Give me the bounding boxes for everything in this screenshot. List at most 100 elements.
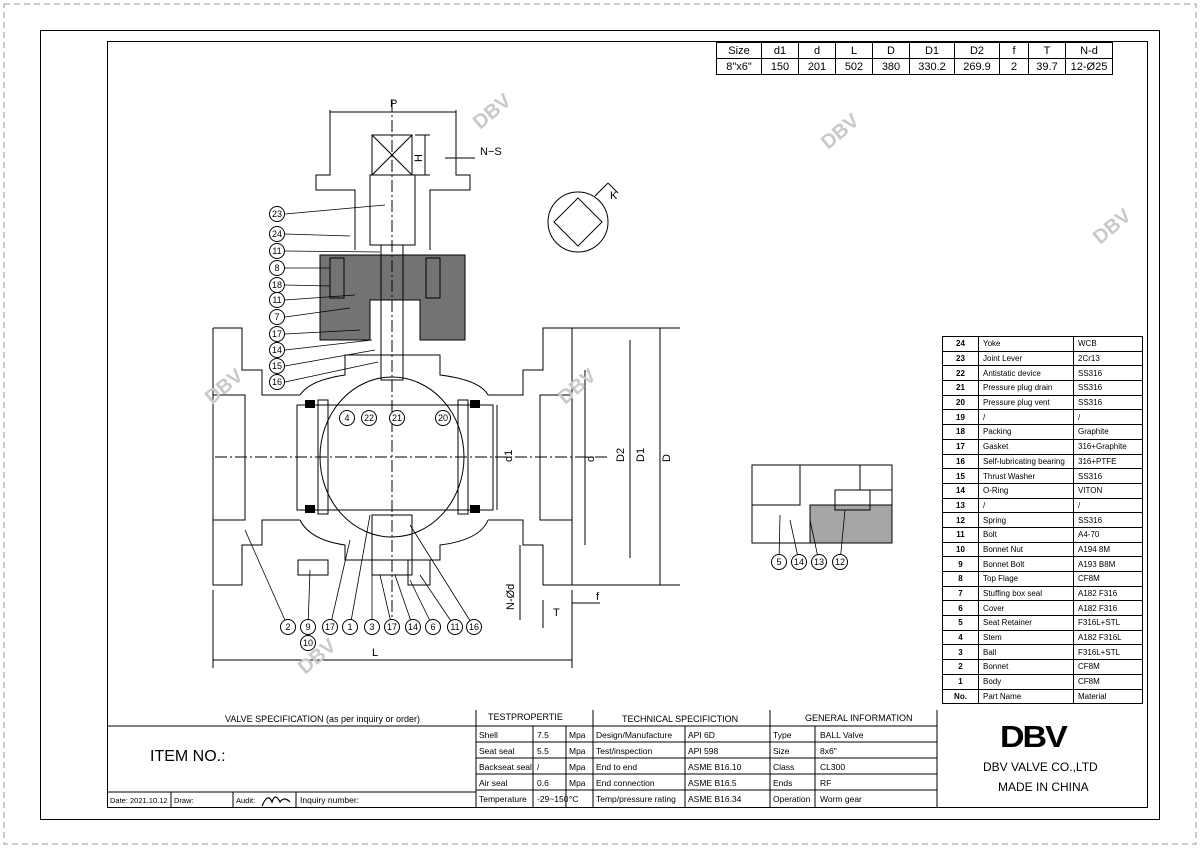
general-title: GENERAL INFORMATION — [805, 713, 913, 723]
outer-frame — [40, 30, 1160, 820]
balloon-24: 24 — [269, 226, 285, 242]
balloon-16: 16 — [269, 374, 285, 390]
balloon-11: 11 — [447, 619, 463, 635]
svg-text:2: 2 — [285, 622, 290, 632]
dim-value-0: 8"x6" — [716, 58, 762, 75]
dim-label-h: H — [413, 154, 425, 162]
svg-text:17: 17 — [387, 622, 397, 632]
dim-label-ns: N−S — [480, 146, 502, 158]
dim-label-d1: d1 — [503, 450, 515, 462]
test-label: Air seal — [479, 778, 508, 788]
svg-text:13: 13 — [814, 557, 824, 567]
general-label: Type — [773, 730, 792, 740]
parts-cell: Part Name — [978, 688, 1074, 705]
test-value: 0.6 — [537, 778, 549, 788]
svg-text:15: 15 — [272, 361, 282, 371]
dim-value-1: 150 — [761, 58, 799, 75]
parts-cell: Yoke — [978, 336, 1074, 352]
test-unit: Mpa — [569, 730, 586, 740]
svg-text:22: 22 — [364, 413, 374, 423]
balloon-20: 20 — [435, 410, 451, 426]
balloon-1: 1 — [342, 619, 358, 635]
parts-cell: 316+Graphite — [1073, 438, 1143, 455]
ball — [319, 376, 465, 538]
tech-label: Design/Manufacture — [596, 730, 673, 740]
svg-text:17: 17 — [272, 329, 282, 339]
svg-text:16: 16 — [469, 622, 479, 632]
balloon-22: 22 — [361, 410, 377, 426]
dim-value-9: 12-Ø25 — [1065, 58, 1113, 75]
svg-text:14: 14 — [408, 622, 418, 632]
parts-cell: VITON — [1073, 482, 1143, 499]
balloon-21: 21 — [389, 410, 405, 426]
dim-label-l: L — [372, 647, 378, 659]
parts-cell: Graphite — [1073, 424, 1143, 440]
parts-cell: SS316 — [1073, 365, 1143, 382]
balloon-12: 12 — [832, 554, 848, 570]
parts-cell: 2Cr13 — [1073, 350, 1143, 367]
general-value: CL300 — [820, 762, 846, 772]
svg-text:21: 21 — [392, 413, 402, 423]
item-no-label: ITEM NO.: — [150, 748, 226, 765]
test-label: Seat seal — [479, 746, 515, 756]
balloon-2: 2 — [280, 619, 296, 635]
test-label: Temperature — [479, 794, 527, 804]
svg-text:11: 11 — [272, 295, 281, 305]
tech-label: End to end — [596, 762, 638, 772]
test-value: 5.5 — [537, 746, 549, 756]
parts-cell: Self-lubricating bearing — [978, 453, 1074, 470]
balloon-3: 3 — [364, 619, 380, 635]
parts-cell: Thrust Washer — [978, 468, 1074, 484]
tech-value: API 6D — [688, 730, 715, 740]
dim-label-k: K — [610, 190, 618, 202]
svg-text:5: 5 — [776, 557, 781, 567]
parts-cell: Antistatic device — [978, 365, 1074, 382]
company-logo: DBV — [1000, 719, 1068, 755]
parts-cell: Joint Lever — [978, 350, 1074, 367]
balloon-14: 14 — [791, 554, 807, 570]
svg-text:12: 12 — [835, 557, 845, 567]
svg-text:10: 10 — [303, 638, 313, 648]
parts-cell: Gasket — [978, 438, 1074, 455]
balloon-17: 17 — [384, 619, 400, 635]
balloon-8: 8 — [269, 260, 285, 276]
test-label: Shell — [479, 730, 498, 740]
svg-text:14: 14 — [794, 557, 804, 567]
svg-text:8: 8 — [274, 263, 279, 273]
dim-value-5: 330.2 — [909, 58, 955, 75]
balloon-11: 11 — [269, 243, 285, 259]
general-label: Operation — [773, 794, 811, 804]
parts-cell: SS316 — [1073, 468, 1143, 484]
parts-row: 19// — [942, 409, 1143, 426]
dim-value-6: 269.9 — [954, 58, 1000, 75]
test-value: / — [537, 762, 540, 772]
balloon-14: 14 — [405, 619, 421, 635]
svg-text:11: 11 — [450, 622, 459, 632]
dim-label-f: f — [596, 591, 600, 603]
bore — [296, 404, 494, 511]
svg-text:7: 7 — [274, 312, 279, 322]
general-value: 8x6" — [820, 746, 837, 756]
test-unit: °C — [569, 794, 579, 804]
valve-spec-title: VALVE SPECIFICATION (as per inquiry or o… — [225, 714, 421, 724]
svg-text:24: 24 — [272, 229, 282, 239]
signature — [261, 796, 291, 807]
balloon-14: 14 — [269, 342, 285, 358]
tech-label: End connection — [596, 778, 655, 788]
bonnet — [319, 254, 466, 341]
dim-label-d: d — [585, 456, 597, 462]
test-unit: Mpa — [569, 746, 586, 756]
dim-value-2: 201 — [798, 58, 836, 75]
tech-value: API 598 — [688, 746, 719, 756]
tech-value: ASME B16.5 — [688, 778, 737, 788]
date-label: Date: 2021.10.12 — [110, 796, 168, 805]
